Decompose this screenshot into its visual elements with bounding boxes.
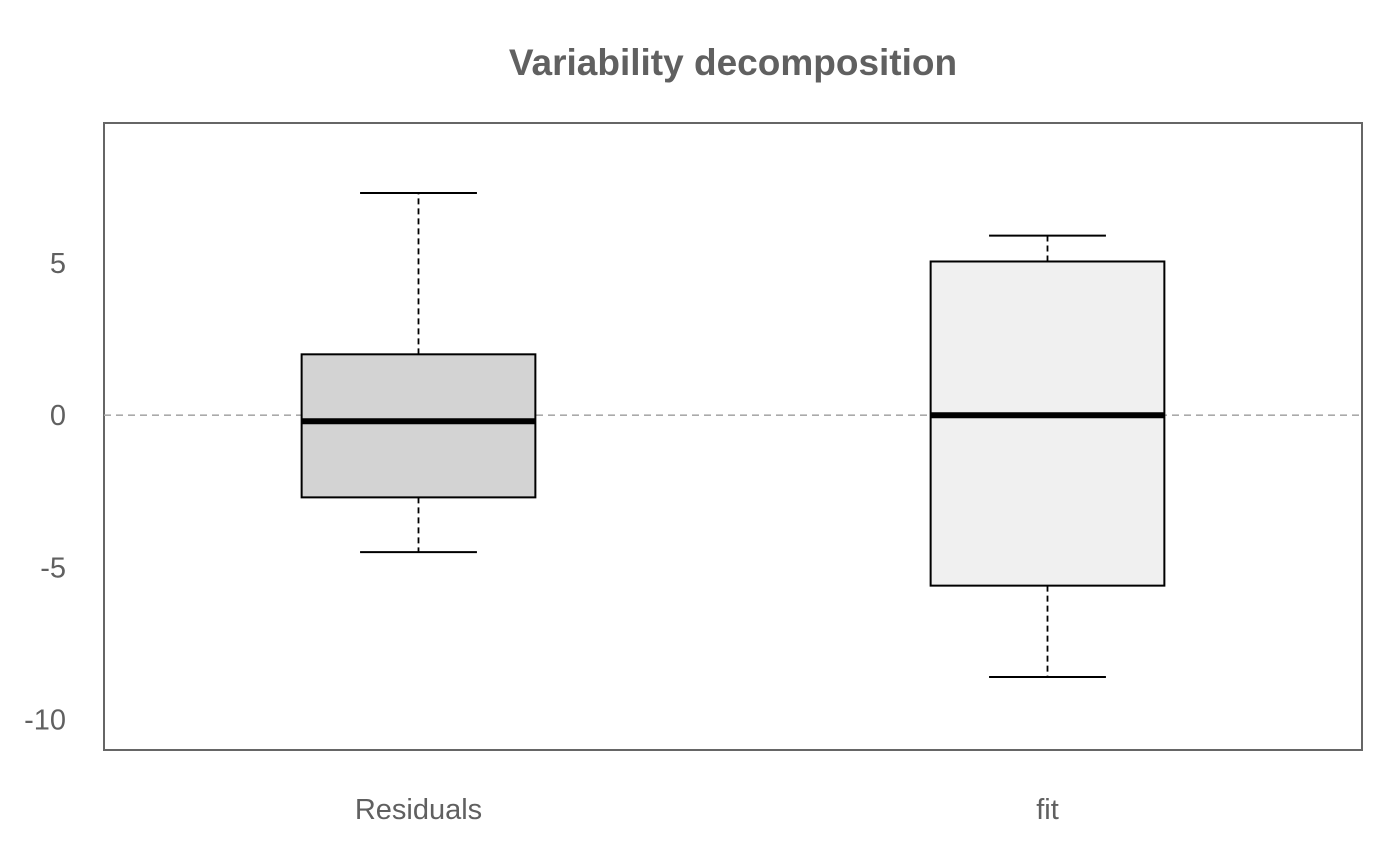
box-residuals: [300, 353, 537, 499]
box-fit: [929, 260, 1166, 587]
chart-title: Variability decomposition: [509, 42, 957, 83]
y-tick-label: 5: [50, 248, 66, 280]
y-tick-label: -10: [24, 705, 66, 737]
plot-frame: [103, 122, 1363, 751]
x-tick-label: fit: [1036, 794, 1059, 826]
x-tick-label: Residuals: [355, 794, 482, 826]
y-tick-label: -5: [40, 552, 66, 584]
y-tick-label: 0: [50, 400, 66, 432]
